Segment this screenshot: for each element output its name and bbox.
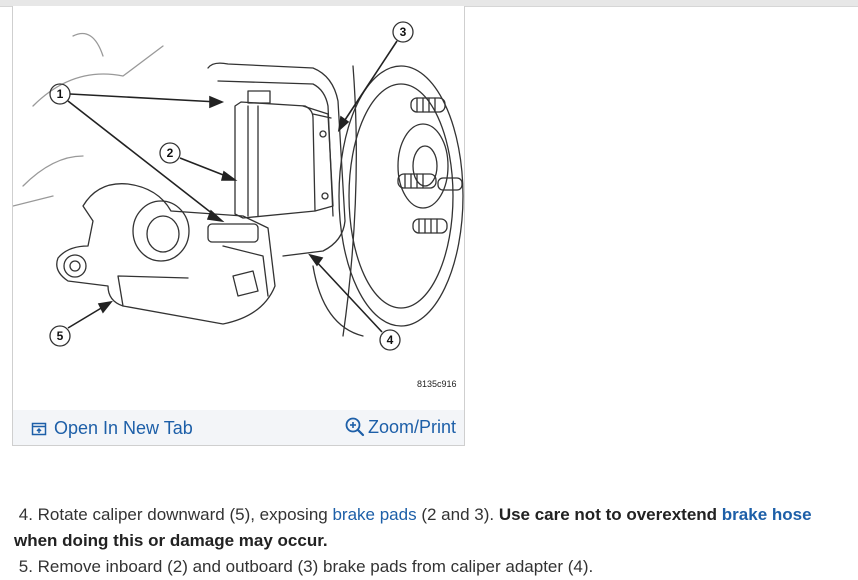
callout-4: 4 — [387, 333, 394, 347]
step-4: 4. Rotate caliper downward (5), exposing… — [14, 505, 812, 550]
zoom-print-link[interactable]: Zoom/Print — [344, 416, 456, 438]
open-new-tab-icon — [31, 422, 47, 435]
callout-3: 3 — [400, 25, 407, 39]
instruction-steps: 4. Rotate caliper downward (5), exposing… — [14, 502, 854, 580]
open-new-tab-label: Open In New Tab — [54, 418, 193, 438]
callout-1: 1 — [57, 87, 64, 101]
callout-5: 5 — [57, 329, 64, 343]
brake-caliper-diagram[interactable]: 1 2 3 4 5 — [13, 6, 464, 410]
brake-pads-link[interactable]: brake pads — [332, 505, 417, 524]
callout-2: 2 — [167, 146, 174, 160]
zoom-print-label: Zoom/Print — [367, 416, 456, 437]
open-new-tab-link[interactable]: Open In New Tab — [31, 418, 193, 439]
caution-text: Use care not to overextend — [498, 505, 722, 524]
zoom-icon — [345, 417, 365, 437]
figure-code: 8135c916 — [417, 379, 457, 389]
figure-action-bar: Open In New Tab Zoom/Print — [13, 410, 464, 445]
step-5: 5. Remove inboard (2) and outboard (3) b… — [18, 557, 594, 576]
caution-tail: when doing this or damage may occur. — [14, 531, 328, 550]
brake-hose-link[interactable]: brake hose — [721, 505, 812, 524]
figure-card: 1 2 3 4 5 8135c916 Open In New Tab Zoom/… — [12, 6, 465, 446]
